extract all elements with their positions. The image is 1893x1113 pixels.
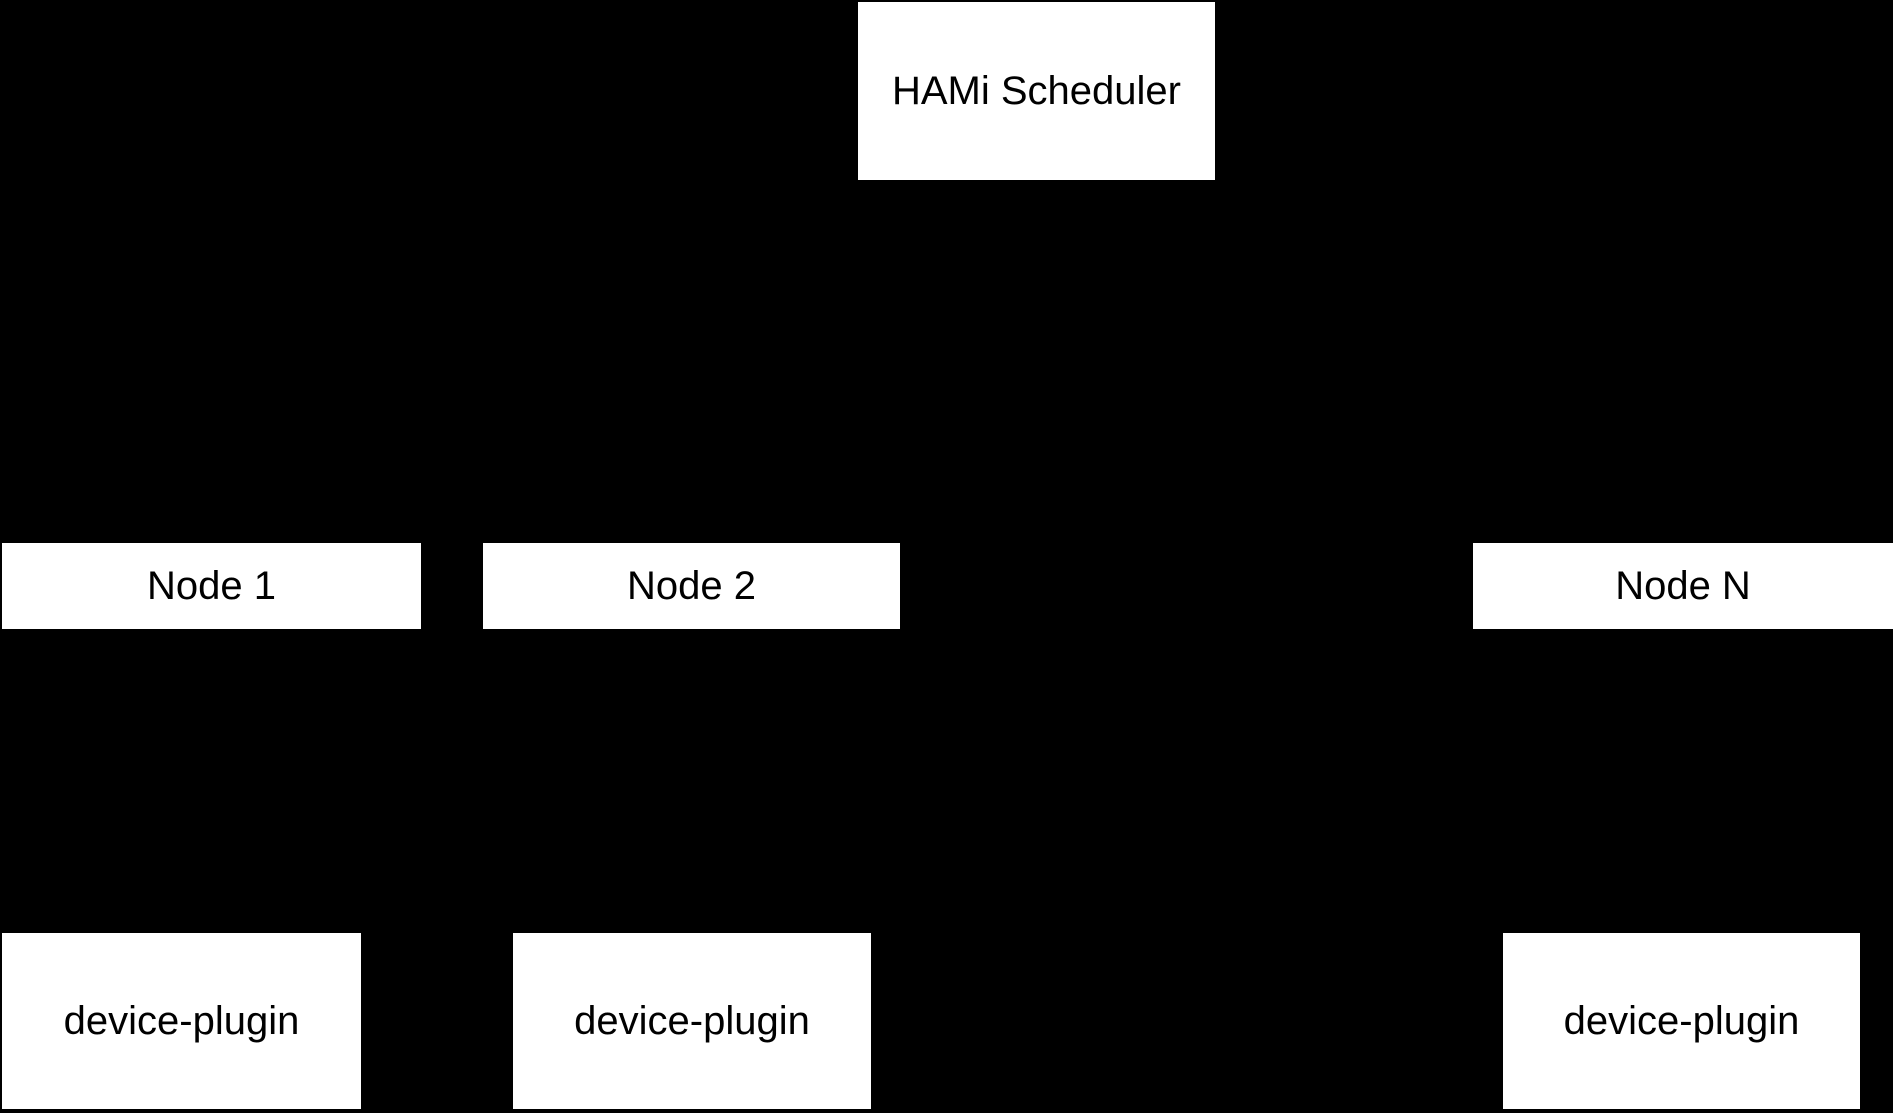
device-plugin-label: device-plugin xyxy=(63,999,300,1043)
node-n-box: Node N xyxy=(1473,543,1893,629)
node-n-label: Node N xyxy=(1615,564,1751,608)
device-plugin-label: device-plugin xyxy=(574,999,810,1043)
device-plugin-box-node-2: device-plugin xyxy=(513,933,871,1109)
node-2-box: Node 2 xyxy=(483,543,900,629)
device-plugin-label: device-plugin xyxy=(1563,999,1800,1043)
node-1-label: Node 1 xyxy=(147,564,276,608)
device-plugin-box-node-1: device-plugin xyxy=(2,933,361,1109)
node-2-label: Node 2 xyxy=(627,564,756,608)
hami-scheduler-label: HAMi Scheduler xyxy=(891,69,1181,113)
hami-scheduler-box: HAMi Scheduler xyxy=(858,2,1215,180)
device-plugin-box-node-n: device-plugin xyxy=(1503,933,1860,1109)
node-1-box: Node 1 xyxy=(2,543,421,629)
